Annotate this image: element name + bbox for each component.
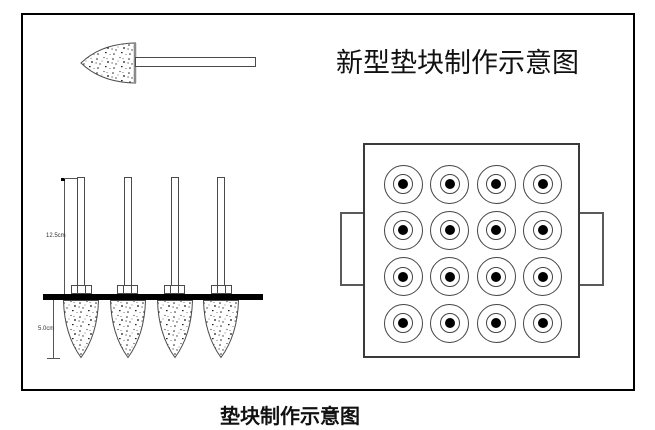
mold-hole [383,303,423,343]
mold-rod-single [135,57,256,67]
figure-caption: 垫块制作示意图 [220,406,360,428]
mold-hole-center-dot [398,271,408,282]
mold-hole-center-dot [444,179,455,189]
mold-hole-center-dot [398,318,408,328]
rod-length-label: 12.5cm [46,233,66,239]
mold-hole-inner-ring [439,220,460,240]
mold-hole-center-dot [398,225,408,235]
mold-hole-inner-ring [486,266,506,287]
mold-hole [430,210,469,250]
rod-collar [210,285,232,294]
mold-hole [476,303,516,343]
mold-hole [523,164,562,204]
mold-hole [383,210,423,250]
mold-hole [476,164,516,204]
mold-hole-inner-ring [532,266,553,287]
mold-hole-center-dot [491,271,501,282]
mold-hole-inner-ring [393,220,413,240]
concrete-pad-bullet [109,300,147,364]
mold-hole-center-dot [444,225,455,235]
mold-hole [430,303,469,343]
dimension-line-rod [64,178,65,294]
mold-rod [170,177,179,294]
mold-hole [430,257,469,296]
mold-hole-center-dot [491,225,501,235]
mold-hole-inner-ring [532,313,553,333]
plate-tab-right [578,212,604,286]
rod-collar [117,285,138,294]
mold-hole-inner-ring [439,266,460,287]
mold-hole [430,164,469,204]
mold-hole [476,257,516,296]
mold-hole [476,210,516,250]
mold-hole-center-dot [444,318,455,328]
mold-hole-center-dot [537,318,548,328]
mold-hole [523,303,562,343]
mold-hole-inner-ring [393,174,413,194]
pad-height-label: 5.0cm [38,326,55,332]
mold-hole-inner-ring [486,220,506,240]
mold-hole [523,210,562,250]
concrete-pad-bullet [62,300,100,364]
mold-rod [217,177,225,294]
mold-hole [383,257,423,296]
mold-hole-inner-ring [393,313,413,333]
mold-hole-inner-ring [439,174,460,194]
mold-hole-center-dot [537,179,548,189]
mold-hole-center-dot [491,179,501,189]
mold-hole-inner-ring [486,313,506,333]
dimension-tick-rod-link [64,178,77,179]
mold-hole-inner-ring [393,266,413,287]
mold-hole-center-dot [398,179,408,189]
mold-hole-inner-ring [486,174,506,194]
drawing-title: 新型垫块制作示意图 [336,48,579,78]
mold-hole-center-dot [537,271,548,282]
mold-hole-inner-ring [439,313,460,333]
mold-head-single [80,42,137,84]
concrete-pad-bullet [156,300,194,364]
dimension-line-pad [53,300,54,359]
mold-bar [43,294,263,300]
mold-hole [383,164,423,204]
mold-hole-center-dot [491,318,501,328]
dimension-tick-pad-bottom [47,358,60,359]
dimension-tick-rod-top [61,178,65,181]
mold-rod [77,177,85,294]
mold-hole-inner-ring [532,220,553,240]
mold-hole [523,257,562,296]
mold-hole-inner-ring [532,174,553,194]
mold-hole-center-dot [537,225,548,235]
rod-collar [70,285,92,294]
mold-plate-top-view [363,143,580,358]
mold-rod [123,177,132,294]
concrete-pad-bullet [202,300,240,364]
mold-hole-center-dot [444,271,455,282]
rod-collar [164,285,185,294]
